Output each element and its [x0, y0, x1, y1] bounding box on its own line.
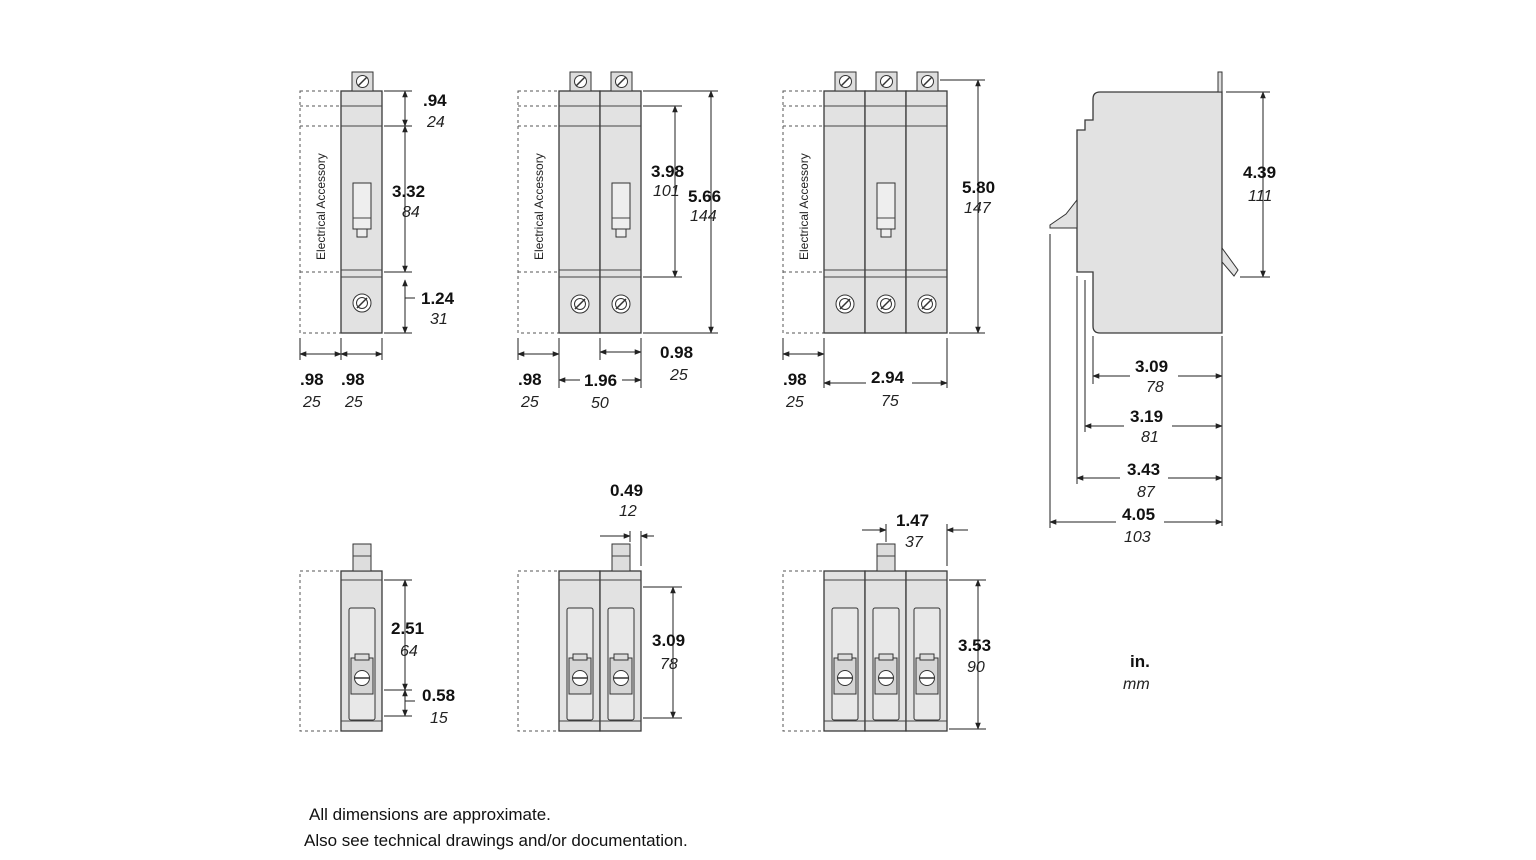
dim-in: 2.94 — [871, 368, 905, 387]
dim-mm: 78 — [1146, 379, 1164, 396]
dim-mm: 25 — [520, 394, 539, 411]
accessory-label: Electrical Accessory — [532, 153, 546, 260]
dim-mm: 25 — [344, 394, 363, 411]
dim-in: 3.09 — [652, 631, 685, 650]
dim-in: .98 — [783, 370, 807, 389]
dim-mm: 25 — [669, 367, 688, 384]
dim-in: 5.80 — [962, 178, 995, 197]
dim-in: 0.49 — [610, 481, 643, 500]
dim-in: 2.51 — [391, 619, 424, 638]
dim-mm: 25 — [302, 394, 321, 411]
front-view-3-pole: Electrical Accessory — [782, 71, 948, 334]
dim-mm: 37 — [905, 534, 924, 551]
unit-millimeters: mm — [1123, 676, 1150, 693]
dim-in: 0.58 — [422, 686, 455, 705]
dim-mm: 101 — [653, 183, 680, 200]
bottom-view-3-pole — [782, 543, 948, 732]
dim-in: 5.66 — [688, 187, 721, 206]
dim-mm: 24 — [426, 114, 445, 131]
dim-in: .98 — [518, 370, 542, 389]
note-approximate: All dimensions are approximate. — [309, 805, 551, 824]
dim-mm: 50 — [591, 395, 609, 412]
dim-in: 3.43 — [1127, 460, 1160, 479]
dims-side: 4.39 111 3.09 78 3.19 81 3.43 87 4.05 10… — [1049, 91, 1276, 546]
dim-mm: 78 — [660, 656, 678, 673]
dim-in: 4.05 — [1122, 505, 1155, 524]
bottom-view-1-pole — [299, 543, 383, 732]
dim-in: 3.98 — [651, 162, 684, 181]
dim-mm: 111 — [1248, 188, 1272, 205]
dim-mm: 81 — [1141, 429, 1159, 446]
dim-mm: 147 — [964, 200, 992, 217]
accessory-label: Electrical Accessory — [797, 153, 811, 260]
dims-bottom-2-pole: 0.49 12 3.09 78 — [600, 481, 685, 719]
units-legend: in. mm — [1123, 652, 1150, 693]
dim-in: 3.09 — [1135, 357, 1168, 376]
dim-mm: 103 — [1124, 529, 1151, 546]
dim-mm: 75 — [881, 393, 899, 410]
dim-in: 3.19 — [1130, 407, 1163, 426]
dim-mm: 90 — [967, 659, 985, 676]
note-documentation: Also see technical drawings and/or docum… — [304, 831, 688, 850]
dim-mm: 25 — [785, 394, 804, 411]
dim-mm: 15 — [430, 710, 448, 727]
dims-2-pole: 3.98 101 5.66 144 0.98 25 .98 25 1.96 50 — [517, 90, 721, 412]
dims-1-pole: .94 24 3.32 84 1.24 31 .98 25 .98 25 — [299, 90, 455, 411]
dims-bottom-1-pole: 2.51 64 0.58 15 — [384, 579, 455, 727]
dim-mm: 87 — [1137, 484, 1156, 501]
bottom-view-2-pole — [517, 543, 642, 732]
dim-in: 4.39 — [1243, 163, 1276, 182]
dims-bottom-3-pole: 1.47 37 3.53 90 — [862, 511, 991, 730]
accessory-label: Electrical Accessory — [314, 153, 328, 260]
front-view-1-pole: Electrical Accessory — [299, 71, 383, 334]
dim-in: 3.32 — [392, 182, 425, 201]
dim-mm: 64 — [400, 643, 418, 660]
dim-in: 1.47 — [896, 511, 929, 530]
dim-in: 1.24 — [421, 289, 455, 308]
unit-inches: in. — [1130, 652, 1150, 671]
side-view — [1049, 71, 1239, 334]
dim-in: .98 — [341, 370, 365, 389]
dim-in: 1.96 — [584, 371, 617, 390]
dim-mm: 31 — [430, 311, 448, 328]
dim-in: 0.98 — [660, 343, 693, 362]
dim-in: 3.53 — [958, 636, 991, 655]
dim-in: .98 — [300, 370, 324, 389]
front-view-2-pole: Electrical Accessory — [517, 71, 642, 334]
dim-mm: 12 — [619, 503, 637, 520]
dim-mm: 84 — [402, 204, 420, 221]
dim-in: .94 — [423, 91, 447, 110]
dims-3-pole: 5.80 147 .98 25 2.94 75 — [782, 79, 995, 411]
dim-mm: 144 — [690, 208, 717, 225]
